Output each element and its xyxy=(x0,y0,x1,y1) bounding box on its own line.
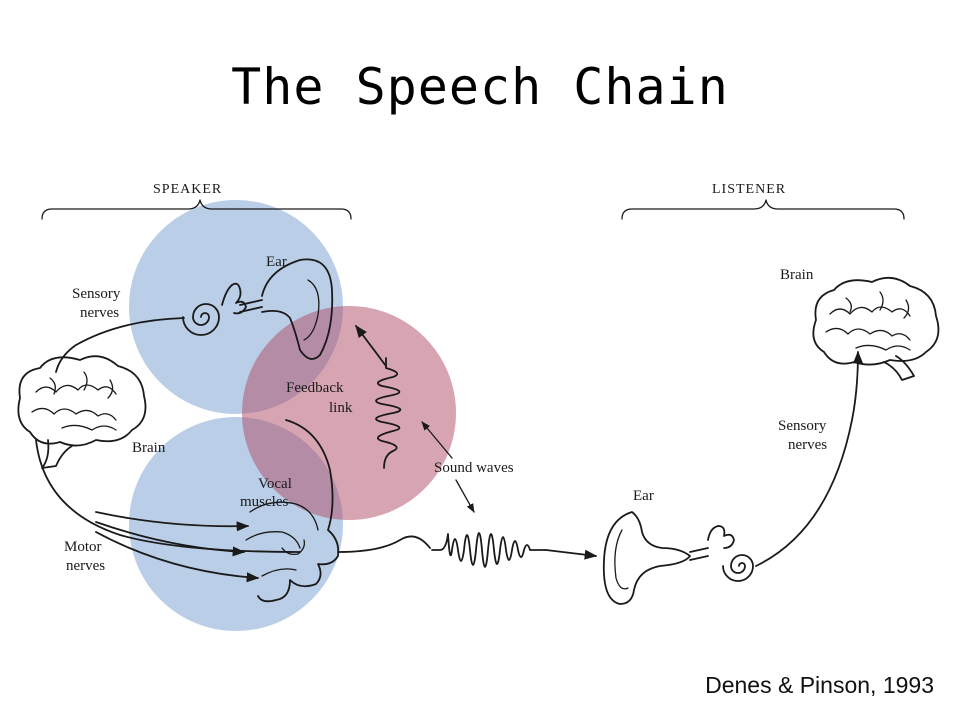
feedback-link-circle xyxy=(242,306,456,520)
speaker-header: SPEAKER xyxy=(153,182,222,197)
vocal-muscles-label-1: Vocal xyxy=(258,476,292,492)
motor-nerves-label-2: nerves xyxy=(66,558,105,574)
motor-nerve-1 xyxy=(95,511,250,532)
wave-to-ear-arrow xyxy=(545,549,598,560)
slide-title: The Speech Chain xyxy=(231,58,729,116)
listener-sound-wave xyxy=(431,532,547,568)
listener-ear-label: Ear xyxy=(633,488,654,504)
listener-brain-label: Brain xyxy=(780,267,814,283)
speaker-ear-icon xyxy=(182,258,334,360)
motor-nerve-3 xyxy=(95,531,260,583)
speaker-sensory-label-2: nerves xyxy=(80,305,119,321)
sound-wave-pointer-2 xyxy=(455,479,475,513)
listener-sensory-nerve xyxy=(755,350,864,567)
citation: Denes & Pinson, 1993 xyxy=(705,672,934,698)
sound-wave-pointer-1 xyxy=(421,421,453,459)
speaker-sensory-label-1: Sensory xyxy=(72,286,121,302)
motor-nerves-label-1: Motor xyxy=(64,539,102,555)
listener-sensory-label-2: nerves xyxy=(788,437,827,453)
speaker-ear-label: Ear xyxy=(266,254,287,270)
listener-ear-icon xyxy=(602,511,754,605)
speaker-brace xyxy=(41,199,352,220)
feedback-label-2: link xyxy=(329,400,353,416)
speaker-brain-label: Brain xyxy=(132,440,166,456)
vocal-muscles-label-2: muscles xyxy=(240,494,288,510)
motor-nerve-2 xyxy=(95,521,246,557)
speaker-sound-wave xyxy=(375,357,402,469)
listener-sensory-label-1: Sensory xyxy=(778,418,827,434)
sound-waves-label: Sound waves xyxy=(434,460,514,476)
feedback-label-1: Feedback xyxy=(286,380,344,396)
feedback-arrow xyxy=(355,324,387,367)
listener-header: LISTENER xyxy=(712,182,786,197)
speaker-sensory-nerve xyxy=(55,317,185,373)
mouth-to-wave-line xyxy=(337,535,431,553)
listener-brain-icon xyxy=(812,276,940,381)
listener-brace xyxy=(621,199,905,220)
speaker-brain-icon xyxy=(17,355,147,469)
